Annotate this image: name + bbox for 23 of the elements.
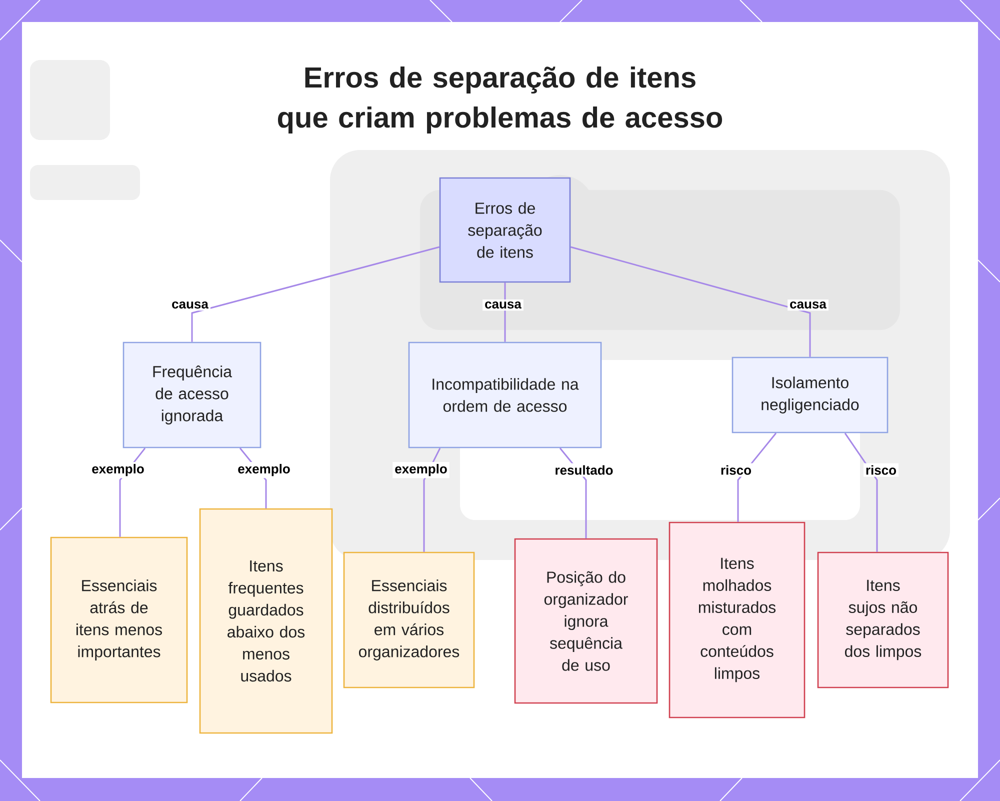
concept-box: Erros de separação de itens [439, 177, 571, 283]
concept-box: Essenciais atrás de itens menos importantes [50, 536, 188, 704]
edge-label: causa [170, 299, 210, 311]
edge-label: exemplo [90, 462, 146, 478]
title: Erros de separação de itens que criam problemas de acesso [278, 66, 722, 134]
concept-box: Itens frequentes guardados abaixo dos menos usados [199, 508, 333, 734]
connector [570, 246, 811, 357]
edge-label: risco [718, 463, 754, 477]
concept-box: Essenciais distribuídos em vários organizadores [343, 552, 475, 688]
concept-box: Incompatibilidade na ordem de acesso [408, 342, 602, 448]
edge-label: exemplo [392, 462, 450, 478]
concept-box: Posição do organizador ignora sequência de uso [514, 538, 658, 704]
connector [191, 246, 440, 342]
concept-box: Frequência de acesso ignorada [122, 342, 262, 448]
connector [844, 432, 878, 552]
edge-label: exemplo [236, 462, 292, 478]
concept-box: Itens molhados misturados com conteúdos limpos [668, 522, 806, 718]
edge-label: resultado [552, 463, 616, 477]
concept-box: Isolamento negligenciado [732, 356, 888, 434]
edge-label: causa [788, 299, 828, 311]
concept-box: Itens sujos não separados dos limpos [817, 552, 949, 688]
edge-label: causa [482, 299, 524, 311]
edge-label: risco [863, 463, 899, 477]
